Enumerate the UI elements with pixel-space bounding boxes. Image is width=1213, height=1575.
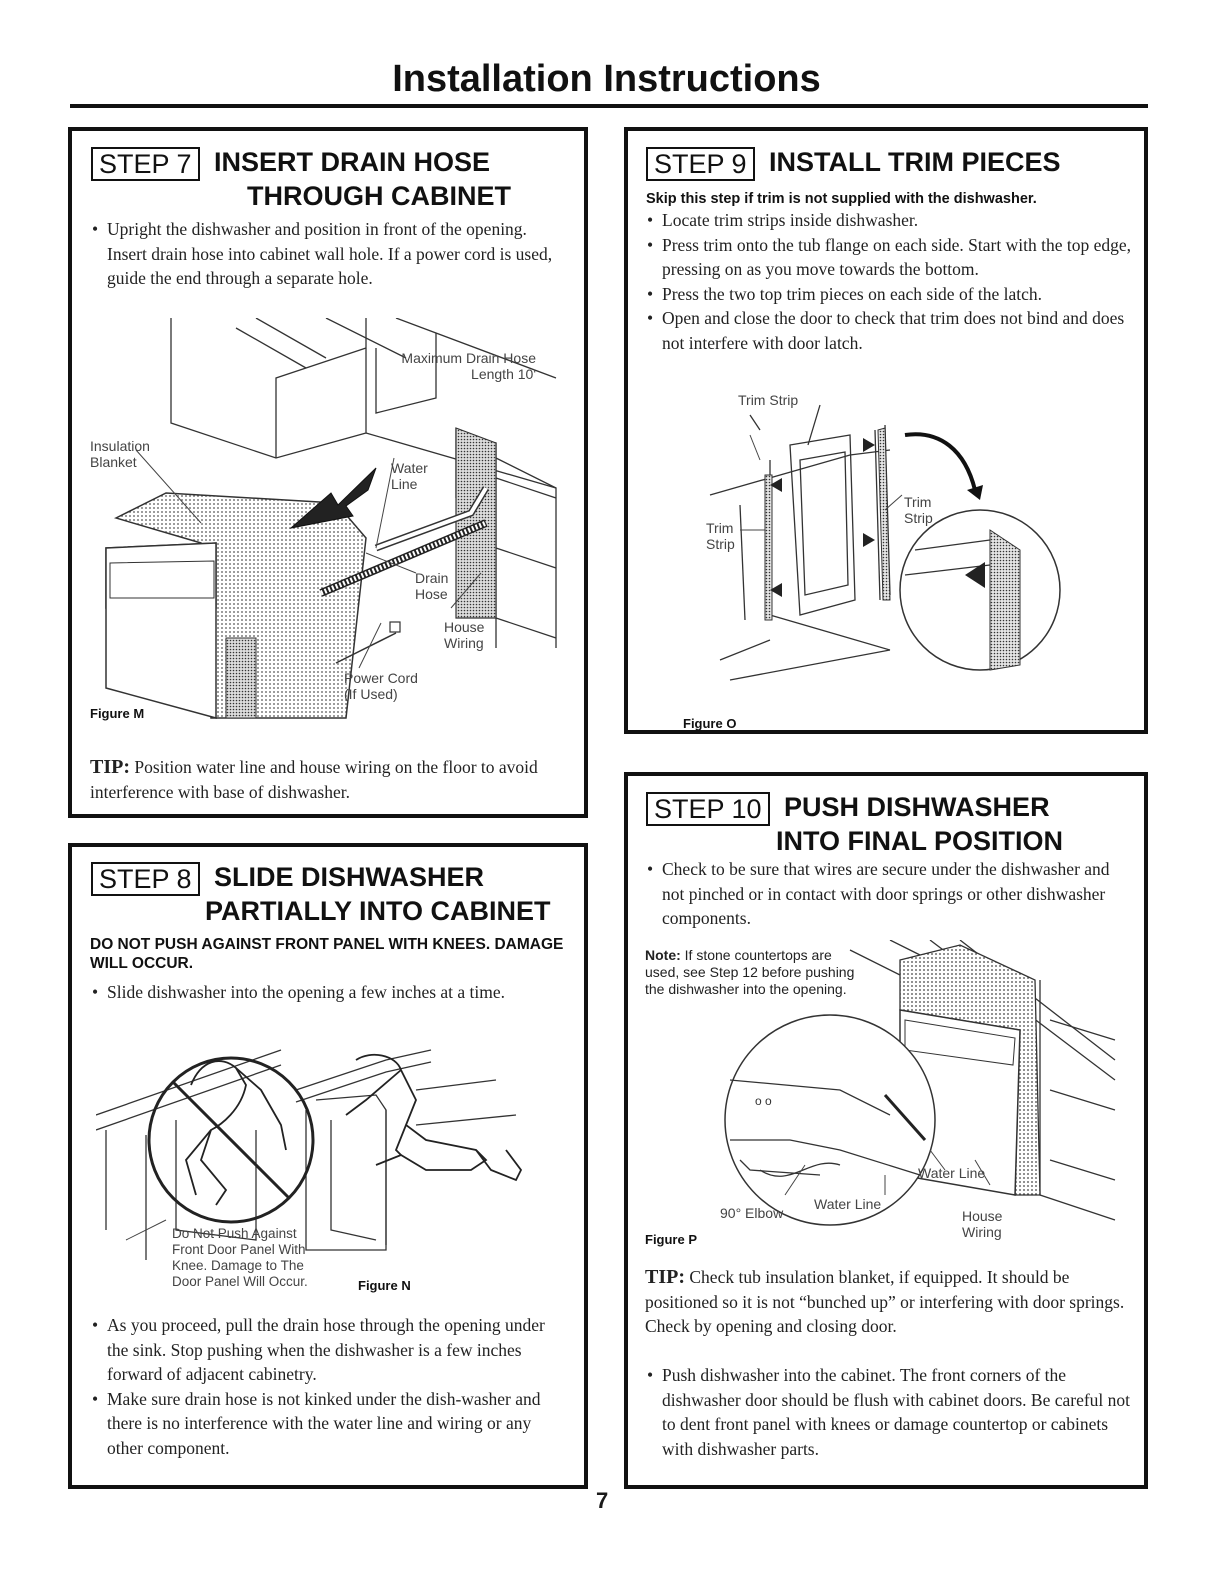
step10-title-line1: PUSH DISHWASHER [784, 792, 1050, 822]
step10-note-label: Note: [645, 947, 681, 963]
step10-tag: STEP 10 [646, 792, 770, 826]
step10-tip-label: TIP: [645, 1266, 685, 1288]
step7-title-line2: THROUGH CABINET [247, 181, 511, 211]
step7-body: Upright the dishwasher and position in f… [90, 217, 568, 291]
step7-heading: STEP 7 INSERT DRAIN HOSE THROUGH CABINET [91, 147, 571, 211]
step7-tip: TIP: Position water line and house wirin… [90, 755, 568, 804]
step9-tag: STEP 9 [646, 147, 755, 181]
step7-tip-text: Position water line and house wiring on … [90, 757, 538, 802]
step9-bullet: Press the two top trim pieces on each si… [645, 282, 1133, 307]
step10-bullet: Check to be sure that wires are secure u… [645, 857, 1133, 931]
figure-n-illustration [96, 1049, 523, 1260]
step9-bullet: Locate trim strips inside dishwasher. [645, 208, 1133, 233]
callout-water-line: Water Line [391, 460, 428, 492]
step8-title-line1: SLIDE DISHWASHER [214, 862, 485, 892]
step8-body-top: Slide dishwasher into the opening a few … [90, 980, 568, 1005]
step8-bullet: Make sure drain hose is not kinked under… [90, 1387, 568, 1461]
step9-warning: Skip this step if trim is not supplied w… [646, 191, 1037, 207]
figure-n-caption: Do Not Push Against Front Door Panel Wit… [172, 1226, 308, 1289]
step7-tip-label: TIP: [90, 756, 130, 778]
figure-n-label: Figure N [358, 1278, 411, 1293]
figure-m-label: Figure M [90, 706, 145, 721]
callout-power-cord: Power Cord (If Used) [344, 670, 418, 702]
page-title: Installation Instructions [392, 58, 821, 100]
step9-title-line1: INSTALL TRIM PIECES [769, 147, 1061, 177]
step10-tip: TIP: Check tub insulation blanket, if eq… [645, 1265, 1135, 1339]
step9-bullet: Open and close the door to check that tr… [645, 306, 1133, 355]
step10-body-bottom: Push dishwasher into the cabinet. The fr… [645, 1363, 1135, 1461]
step10-heading: STEP 10 PUSH DISHWASHER INTO FINAL POSIT… [646, 792, 1136, 856]
step9-bullet: Press trim onto the tub flange on each s… [645, 233, 1133, 282]
step8-warning: DO NOT PUSH AGAINST FRONT PANEL WITH KNE… [90, 936, 564, 972]
step8-body-bottom: As you proceed, pull the drain hose thro… [90, 1313, 568, 1460]
step9-body: Locate trim strips inside dishwasher. Pr… [645, 208, 1133, 355]
callout-house-wiring-p: House Wiring [962, 1208, 1003, 1240]
step10-bullet: Push dishwasher into the cabinet. The fr… [645, 1363, 1135, 1461]
callout-house-wiring: House Wiring [444, 619, 485, 651]
step10-tip-text: Check tub insulation blanket, if equippe… [645, 1267, 1125, 1336]
callout-90-elbow: 90° Elbow [720, 1205, 784, 1221]
callout-max-drain-hose: Maximum Drain Hose Length 10' [401, 350, 536, 382]
step9-heading: STEP 9 INSTALL TRIM PIECES [646, 147, 1136, 181]
step8-bullet: As you proceed, pull the drain hose thro… [90, 1313, 568, 1387]
step10-note-text: If stone countertops are used, see Step … [645, 947, 855, 997]
figure-p-label: Figure P [645, 1232, 698, 1247]
step8-tag: STEP 8 [91, 862, 200, 896]
callout-water-line-1: Water Line [918, 1165, 986, 1181]
callout-water-line-2: Water Line [814, 1196, 882, 1212]
svg-text:o o: o o [755, 1094, 772, 1108]
figure-p-illustration: o o [724, 940, 1116, 1226]
step10-title-line2: INTO FINAL POSITION [776, 826, 1064, 856]
callout-trim-strip-right: Trim Strip [904, 494, 933, 526]
step7-tag: STEP 7 [91, 147, 200, 181]
step10-note: Note: If stone countertops are used, see… [645, 947, 860, 998]
callout-insulation-blanket: Insulation Blanket [90, 438, 150, 470]
step8-title-line2: PARTIALLY INTO CABINET [205, 896, 551, 926]
step8-bullet: Slide dishwasher into the opening a few … [90, 980, 568, 1005]
callout-trim-strip-top: Trim Strip [738, 392, 799, 408]
step7-title-line1: INSERT DRAIN HOSE [214, 147, 491, 177]
title-rule [70, 104, 1148, 108]
figure-o-illustration [709, 404, 1061, 681]
step8-heading: STEP 8 SLIDE DISHWASHER PARTIALLY INTO C… [91, 862, 571, 926]
figure-m-illustration [105, 318, 557, 719]
figure-o-label: Figure O [683, 716, 737, 731]
step9-panel [624, 127, 1148, 734]
step7-bullet: Upright the dishwasher and position in f… [90, 217, 568, 291]
page-number: 7 [596, 1488, 609, 1513]
step7-panel [68, 127, 588, 818]
callout-trim-strip-left: Trim Strip [706, 520, 735, 552]
step10-panel [624, 772, 1148, 1489]
step8-panel [68, 843, 588, 1489]
step10-body-top: Check to be sure that wires are secure u… [645, 857, 1133, 931]
callout-drain-hose: Drain Hose [415, 570, 449, 602]
